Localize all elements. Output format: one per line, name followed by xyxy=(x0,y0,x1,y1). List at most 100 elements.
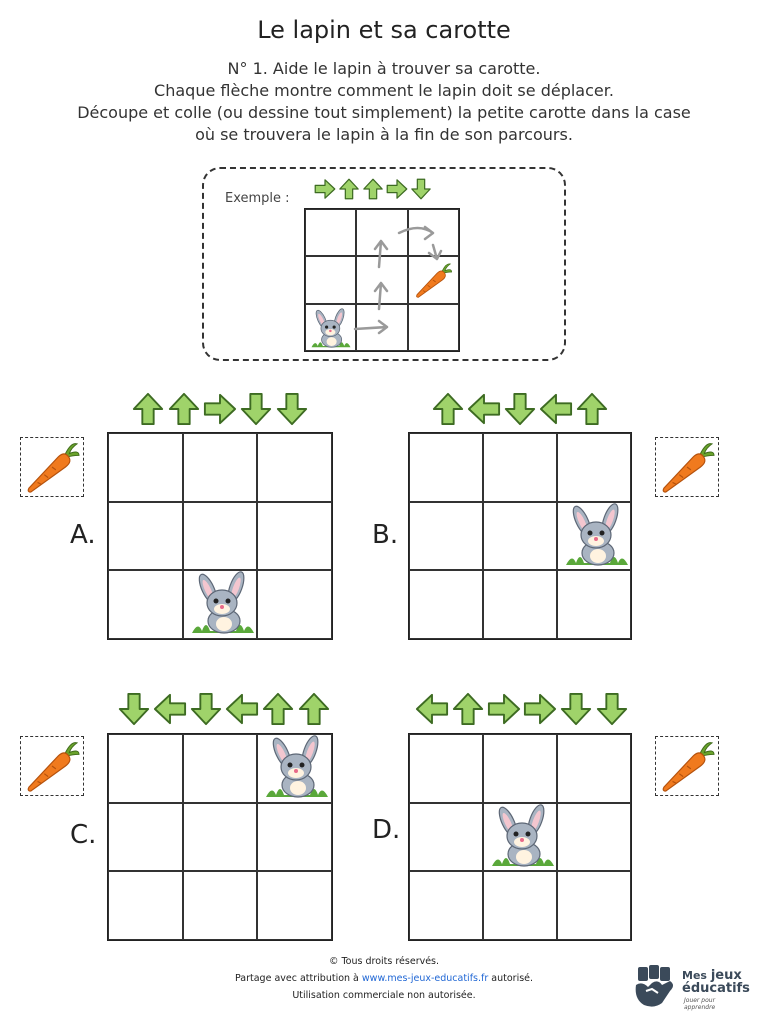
arrow-down-icon xyxy=(504,392,536,426)
arrow-up-icon xyxy=(298,692,330,726)
grid-cell[interactable] xyxy=(108,871,183,940)
grid-cell[interactable] xyxy=(257,433,332,502)
arrow-down-icon xyxy=(240,392,272,426)
grid-cell[interactable] xyxy=(407,256,459,304)
arrow-down-icon xyxy=(560,692,592,726)
arrow-down-icon xyxy=(596,692,628,726)
grid-cell[interactable] xyxy=(356,303,408,351)
grid-cell[interactable] xyxy=(182,501,258,571)
grid-cell[interactable] xyxy=(557,734,631,803)
carrot-icon xyxy=(27,443,80,493)
grid-cell[interactable] xyxy=(305,303,357,351)
puzzle-a-label: A. xyxy=(70,520,96,550)
grid-cell[interactable] xyxy=(108,433,183,502)
puzzle-d-grid[interactable] xyxy=(408,733,632,941)
grid-cell[interactable] xyxy=(182,433,258,502)
grid-cell[interactable] xyxy=(483,433,557,502)
arrow-down-icon xyxy=(190,692,222,726)
instruction-line-1: N° 1. Aide le lapin à trouver sa carotte… xyxy=(227,59,541,78)
grid-cell[interactable] xyxy=(257,734,332,803)
puzzle-d-carrot-cutout[interactable] xyxy=(655,736,719,796)
arrow-up-icon xyxy=(452,692,484,726)
grid-cell[interactable] xyxy=(409,433,483,502)
puzzle-c-arrow-row xyxy=(117,692,333,726)
arrow-up-icon xyxy=(262,692,294,726)
grid-cell[interactable] xyxy=(557,802,631,872)
bunny-icon xyxy=(311,308,351,348)
grid-cell[interactable] xyxy=(305,209,357,257)
grid-cell[interactable] xyxy=(257,871,332,940)
grid-cell[interactable] xyxy=(108,734,183,803)
arrow-right-icon xyxy=(314,179,336,199)
grid-cell[interactable] xyxy=(182,802,258,872)
footer-commercial: Utilisation commerciale non autorisée. xyxy=(292,990,476,1001)
puzzle-c-grid[interactable] xyxy=(107,733,333,941)
arrow-down-icon xyxy=(411,178,431,200)
grid-cell[interactable] xyxy=(483,501,557,571)
footer-copyright: © Tous droits réservés. xyxy=(328,956,440,967)
grid-cell[interactable] xyxy=(356,209,408,257)
grid-cell[interactable] xyxy=(108,501,183,571)
arrow-right-icon xyxy=(523,693,557,725)
arrow-up-icon xyxy=(132,392,164,426)
carrot-icon xyxy=(662,443,715,493)
bunny-icon xyxy=(566,502,628,566)
logo-text: Mes jeux éducatifs xyxy=(682,969,750,995)
grid-cell[interactable] xyxy=(257,570,332,639)
arrow-left-icon xyxy=(415,693,449,725)
carrot-icon xyxy=(27,742,80,792)
puzzle-b-grid[interactable] xyxy=(408,432,632,640)
grid-cell[interactable] xyxy=(557,433,631,502)
bunny-icon xyxy=(492,803,554,867)
arrow-right-icon xyxy=(386,179,408,199)
grid-cell[interactable] xyxy=(257,802,332,872)
grid-cell[interactable] xyxy=(182,570,258,639)
grid-cell[interactable] xyxy=(557,570,631,639)
arrow-up-icon xyxy=(168,392,200,426)
grid-cell[interactable] xyxy=(483,871,557,940)
puzzle-c-label: C. xyxy=(70,820,97,850)
instructions: N° 1. Aide le lapin à trouver sa carotte… xyxy=(0,58,768,146)
grid-cell[interactable] xyxy=(257,501,332,571)
grid-cell[interactable] xyxy=(305,256,357,304)
page-title: Le lapin et sa carotte xyxy=(257,16,511,44)
arrow-down-icon xyxy=(276,392,308,426)
arrow-up-icon xyxy=(576,392,608,426)
grid-cell[interactable] xyxy=(483,570,557,639)
grid-cell[interactable] xyxy=(557,501,631,571)
arrow-right-icon xyxy=(203,393,237,425)
puzzle-b-carrot-cutout[interactable] xyxy=(655,437,719,497)
grid-cell[interactable] xyxy=(409,871,483,940)
arrow-left-icon xyxy=(153,693,187,725)
grid-cell[interactable] xyxy=(409,501,483,571)
grid-cell[interactable] xyxy=(409,734,483,803)
puzzle-c-carrot-cutout[interactable] xyxy=(20,736,84,796)
grid-cell[interactable] xyxy=(182,734,258,803)
arrow-left-icon xyxy=(467,393,501,425)
logo-word-jeux: jeux xyxy=(710,968,742,983)
grid-cell[interactable] xyxy=(407,303,459,351)
grid-cell[interactable] xyxy=(182,871,258,940)
grid-cell[interactable] xyxy=(108,802,183,872)
example-label: Exemple : xyxy=(225,191,290,206)
footer-share: Partage avec attribution à www.mes-jeux-… xyxy=(0,970,768,987)
arrow-left-icon xyxy=(225,693,259,725)
footer-share-suffix: autorisé. xyxy=(488,973,534,984)
grid-cell[interactable] xyxy=(557,871,631,940)
arrow-left-icon xyxy=(539,393,573,425)
footer: © Tous droits réservés. Partage avec att… xyxy=(0,953,768,1004)
logo-word-educatifs: éducatifs xyxy=(682,981,750,996)
puzzle-b-arrow-row xyxy=(431,392,611,426)
grid-cell[interactable] xyxy=(483,802,557,872)
grid-cell[interactable] xyxy=(409,802,483,872)
logo-tagline: Jouer pour apprendre xyxy=(684,997,716,1011)
grid-cell[interactable] xyxy=(356,256,408,304)
puzzle-d-arrow-row xyxy=(415,692,631,726)
grid-cell[interactable] xyxy=(108,570,183,639)
grid-cell[interactable] xyxy=(483,734,557,803)
site-logo[interactable]: Mes jeux éducatifs Jouer pour apprendre xyxy=(632,963,750,1011)
puzzle-a-carrot-cutout[interactable] xyxy=(20,437,84,497)
footer-site-link[interactable]: www.mes-jeux-educatifs.fr xyxy=(361,973,489,984)
grid-cell[interactable] xyxy=(409,570,483,639)
puzzle-a-grid[interactable] xyxy=(107,432,333,640)
